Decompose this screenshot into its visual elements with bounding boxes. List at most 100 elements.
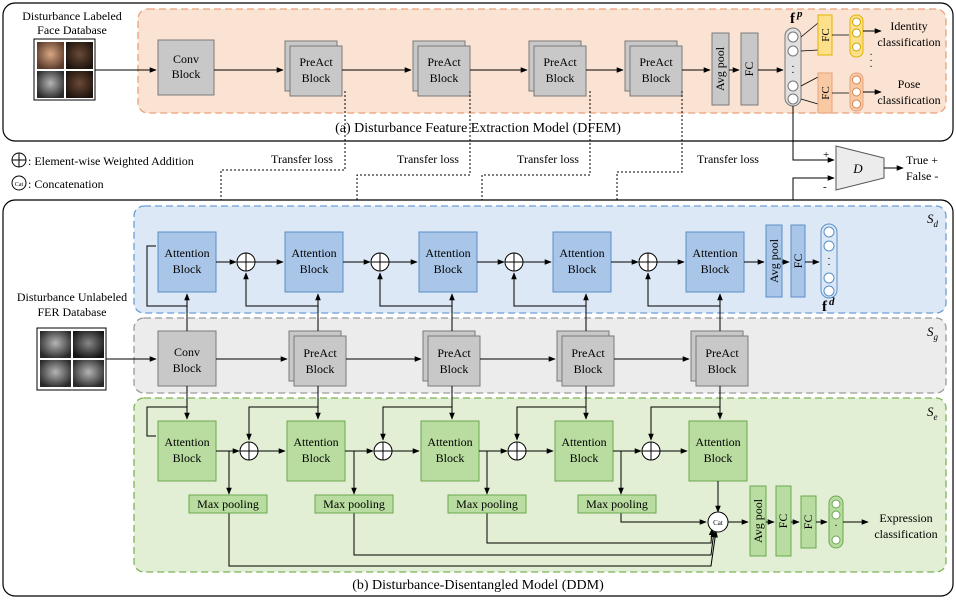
se-attention-block-3: Attention Block <box>420 420 480 482</box>
pose-vector <box>849 72 864 112</box>
svg-text:FC: FC <box>742 62 756 77</box>
dfem-preact-block-3: PreAct Block <box>528 40 587 97</box>
svg-text:·: · <box>791 67 795 79</box>
svg-text:Attention: Attention <box>559 246 604 260</box>
pose-label-1: Pose <box>898 77 921 91</box>
ddm-preact-block-3: PreAct Block <box>556 330 615 387</box>
svg-text:Attention: Attention <box>164 435 209 449</box>
svg-text:: Element-wise Weighted Additi: : Element-wise Weighted Addition <box>28 154 194 168</box>
se-fc-2: FC <box>800 495 817 549</box>
svg-text:Block: Block <box>434 262 463 276</box>
sd-flow-lines <box>146 245 765 307</box>
se-region <box>133 397 947 573</box>
fd-feature-vector: · · <box>820 223 838 299</box>
svg-text:·: · <box>834 521 837 532</box>
svg-text:PreAct: PreAct <box>303 346 337 360</box>
svg-text:Max pooling: Max pooling <box>323 497 385 511</box>
sd-avg-pool: Avg pool <box>765 224 783 298</box>
svg-text:Cat: Cat <box>15 182 24 188</box>
dfem-avg-pool: Avg pool <box>711 32 730 106</box>
se-addition-nodes <box>239 441 661 461</box>
cat-icon <box>11 175 27 191</box>
svg-text:Block: Block <box>574 362 603 376</box>
svg-text:Block: Block <box>173 262 202 276</box>
se-attention-block-1: Attention Block <box>157 420 217 482</box>
svg-text:Block: Block <box>173 361 202 375</box>
svg-text:Block: Block <box>642 71 671 85</box>
expression-label-1: Expression <box>879 511 932 525</box>
svg-text:Max pooling: Max pooling <box>456 497 518 511</box>
svg-text:·: · <box>869 56 872 67</box>
pose-label-2: classification <box>877 93 940 107</box>
expression-vector: · <box>828 495 844 549</box>
svg-text:FC: FC <box>791 254 805 269</box>
se-label: Se <box>927 404 938 422</box>
svg-text:Block: Block <box>701 262 730 276</box>
fp-feature-vector: · · <box>784 27 802 107</box>
svg-text:Attention: Attention <box>164 246 209 260</box>
legend-concatenation: Cat : Concatenation <box>11 175 104 191</box>
sd-attention-block-2: Attention Block <box>284 231 344 293</box>
svg-text:FC: FC <box>820 28 832 41</box>
svg-text:Block: Block <box>173 451 202 465</box>
svg-text:Block: Block <box>570 451 599 465</box>
sg-vertical-connections <box>184 293 723 420</box>
svg-text:·: · <box>827 259 831 271</box>
disc-minus: - <box>823 181 827 193</box>
dfem-preact-block-1: PreAct Block <box>284 40 343 97</box>
svg-text:PreAct: PreAct <box>543 55 577 69</box>
sg-region <box>133 317 947 394</box>
identity-label-2: classification <box>877 35 940 49</box>
svg-text:Block: Block <box>306 362 335 376</box>
disc-true: True + <box>906 153 938 167</box>
svg-text:Attention: Attention <box>427 435 472 449</box>
svg-text:Block: Block <box>436 451 465 465</box>
ddm-db-label-line2: FER Database <box>38 305 107 319</box>
svg-text:Attention: Attention <box>291 246 336 260</box>
sd-attention-block-4: Attention Block <box>552 231 612 293</box>
svg-text:Block: Block <box>302 451 331 465</box>
se-fc-1: FC <box>775 485 792 557</box>
svg-text:Block: Block <box>300 262 329 276</box>
svg-text:: Concatenation: : Concatenation <box>28 177 104 191</box>
dfem-preact-block-4: PreAct Block <box>624 40 683 97</box>
sd-addition-nodes <box>236 252 658 272</box>
transfer-loss-label-4: Transfer loss <box>697 152 759 166</box>
se-attention-block-2: Attention Block <box>286 420 346 482</box>
svg-text:Block: Block <box>546 71 575 85</box>
svg-text:·: · <box>869 62 872 73</box>
se-attention-block-4: Attention Block <box>554 420 614 482</box>
se-flow-lines <box>146 406 721 567</box>
max-pooling-3: Max pooling <box>447 494 527 514</box>
max-pooling-4: Max pooling <box>577 494 657 514</box>
svg-text:Block: Block <box>708 362 737 376</box>
dfem-db-label-line1: Disturbance Labeled <box>22 9 122 23</box>
concatenation-node: Cat <box>707 511 729 533</box>
dfem-db-label-line2: Face Database <box>37 23 107 37</box>
svg-text:Block: Block <box>430 71 459 85</box>
expression-label-2: classification <box>874 527 937 541</box>
svg-text:Attention: Attention <box>561 435 606 449</box>
disc-false: False - <box>906 169 938 183</box>
sd-fc: FC <box>790 224 806 298</box>
svg-text:Max pooling: Max pooling <box>197 497 259 511</box>
dfem-face-images <box>33 38 96 101</box>
svg-text:FC: FC <box>820 86 832 99</box>
dfem-conv-block: Conv Block <box>157 39 215 96</box>
transfer-loss-label-2: Transfer loss <box>397 152 459 166</box>
discriminator: D <box>835 145 885 191</box>
svg-text:Attention: Attention <box>425 246 470 260</box>
ddm-conv-block: Conv Block <box>157 330 217 387</box>
ddm-preact-block-4: PreAct Block <box>690 330 749 387</box>
pose-fc: FC <box>817 72 833 114</box>
dfem-preact-block-2: PreAct Block <box>412 40 471 97</box>
svg-text:PreAct: PreAct <box>571 346 605 360</box>
fp-to-discriminator <box>792 106 835 163</box>
identity-vector <box>849 14 864 58</box>
svg-text:Block: Block <box>568 262 597 276</box>
svg-text:Avg pool: Avg pool <box>713 46 727 91</box>
svg-text:Attention: Attention <box>695 435 740 449</box>
se-attention-block-5: Attention Block <box>688 420 748 482</box>
svg-text:Conv: Conv <box>173 52 199 66</box>
